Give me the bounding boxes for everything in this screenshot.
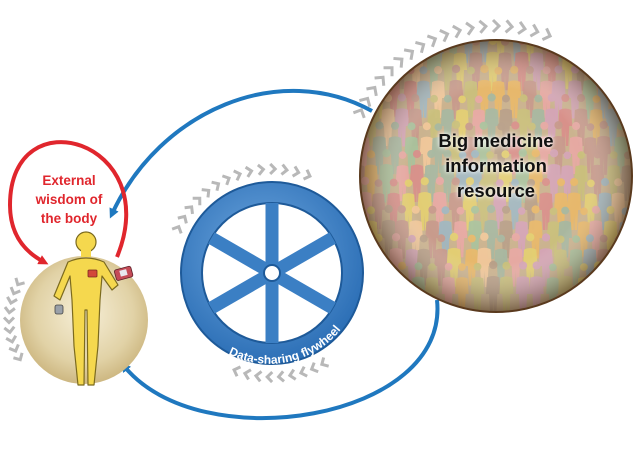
chevron-mark: [359, 96, 372, 107]
crowd-person-icon: [613, 40, 627, 61]
big-medicine-line-2: information: [445, 155, 547, 176]
chevron-mark: [184, 205, 194, 215]
crowd-person-icon: [387, 40, 402, 63]
chevron-mark: [9, 286, 21, 296]
chevron-mark: [177, 214, 188, 224]
chevron-mark: [253, 370, 263, 383]
chevron-mark: [478, 19, 489, 34]
chevron-mark: [256, 163, 266, 176]
chevron-mark: [504, 19, 515, 34]
chevron-mark: [298, 365, 308, 378]
chevron-mark: [287, 368, 297, 381]
chevron-mark: [465, 21, 476, 36]
chevron-mark: [319, 357, 330, 368]
chevron-mark: [6, 296, 18, 306]
crowd-person-icon: [378, 262, 393, 312]
chevron-mark: [291, 165, 301, 178]
crowd-person-icon: [363, 262, 378, 312]
crowd-icon: [341, 11, 643, 315]
chevron-mark: [14, 277, 25, 287]
crowd-person-icon: [371, 40, 386, 63]
body-chevron-arc: [2, 277, 25, 362]
chevron-mark: [8, 343, 20, 353]
crowd-person-icon: [341, 121, 356, 175]
crowd-person-icon: [634, 96, 643, 145]
chevron-mark: [352, 107, 366, 119]
crowd-person-icon: [364, 40, 380, 91]
blue-arrow-top: [109, 88, 373, 219]
chevron-mark: [529, 23, 540, 38]
chevron-mark: [439, 29, 450, 43]
chevron-mark: [2, 316, 16, 325]
crowd-person-icon: [360, 40, 371, 62]
external-wisdom-line-1: External: [42, 173, 96, 188]
crowd-person-icon: [618, 40, 632, 90]
chevron-mark: [13, 352, 24, 362]
chevron-mark: [383, 66, 394, 77]
chevron-mark: [244, 165, 254, 178]
resource-chevron-arc: [352, 18, 553, 119]
chevron-mark: [451, 24, 463, 39]
chevron-mark: [541, 27, 553, 41]
crowd-person-icon: [606, 262, 621, 312]
chevron-mark: [426, 34, 438, 48]
wheel-chevron-arc: [171, 162, 330, 384]
crowd-person-icon: [583, 40, 598, 63]
chevron-mark: [366, 85, 378, 97]
chevron-mark: [221, 174, 231, 186]
crowd-person-icon: [626, 234, 632, 286]
crowd-person-icon: [621, 263, 632, 312]
crowd-person-icon: [598, 40, 613, 62]
wheel-icon: Data-sharing flywheel: [180, 181, 364, 367]
big-medicine-line-3: resource: [456, 180, 536, 201]
chevron-mark: [192, 196, 202, 206]
external-wisdom-label: External wisdom of the body: [20, 171, 118, 228]
red-arrow: [7, 140, 129, 265]
crowd-person-icon: [360, 40, 366, 90]
crowd-person-icon: [606, 40, 620, 89]
chevron-mark: [265, 370, 274, 384]
chevron-mark: [201, 188, 211, 198]
chevron-mark: [415, 40, 426, 54]
blue-arrow-bottom: [120, 299, 440, 421]
chevron-mark: [280, 163, 290, 176]
chevron-mark: [3, 325, 16, 335]
chevron-mark: [393, 56, 404, 68]
crowd-person-icon: [637, 39, 643, 89]
crowd-person-icon: [629, 65, 632, 119]
external-wisdom-line-2: wisdom of: [35, 192, 103, 207]
chevron-mark: [302, 169, 312, 181]
chevron-mark: [491, 18, 502, 34]
external-wisdom-line-3: the body: [40, 211, 98, 226]
chevron-mark: [309, 362, 319, 374]
chevron-mark: [3, 306, 16, 315]
chevron-mark: [276, 370, 285, 383]
chevron-mark: [242, 368, 252, 381]
chevron-mark: [211, 180, 221, 191]
crowd-person-icon: [636, 261, 643, 315]
chevron-mark: [232, 365, 242, 377]
crowd-person-icon: [569, 40, 584, 62]
chevron-mark: [269, 162, 278, 176]
big-medicine-label: Big medicine information resource: [410, 128, 582, 203]
chevron-mark: [233, 169, 243, 181]
big-medicine-line-1: Big medicine: [438, 130, 554, 151]
crowd-person-icon: [634, 151, 643, 202]
crowd-person-icon: [343, 11, 356, 61]
chevron-mark: [517, 21, 528, 35]
chevron-mark: [171, 224, 183, 234]
crowd-person-icon: [614, 66, 629, 119]
chevron-mark: [403, 48, 415, 60]
chevron-mark: [374, 75, 386, 86]
chevron-mark: [5, 334, 18, 344]
crowd-person-icon: [343, 67, 357, 118]
person-icon: [53, 231, 134, 386]
crowd-person-icon: [627, 40, 632, 63]
crowd-person-icon: [635, 205, 643, 258]
